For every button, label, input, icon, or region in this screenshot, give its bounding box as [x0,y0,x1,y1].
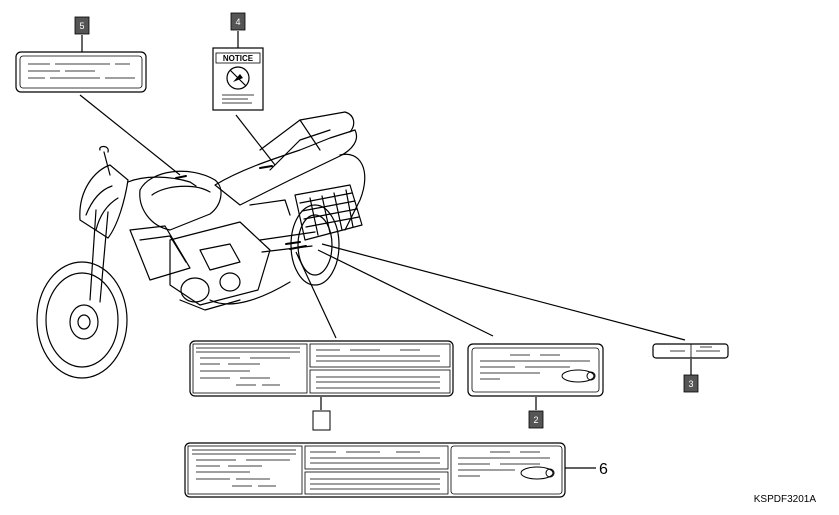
wrench-icon [520,466,554,480]
leader-line-3 [321,243,686,341]
mirror [99,145,111,176]
seat [214,129,358,206]
leader-lines [79,31,692,469]
callout-3: 3 [683,374,699,393]
engine [169,221,271,311]
callout-5: 5 [74,16,90,35]
exhaust [209,281,291,305]
svg-text:2: 2 [533,415,538,425]
rear-fender [339,153,366,231]
notice-heading: NOTICE [223,54,254,63]
prohibition-icon [226,66,250,90]
label-2-sticker [467,343,604,397]
leader-line-1 [295,251,337,339]
side-cover [294,184,363,241]
wrench-icon [561,369,595,383]
label-6-sticker [184,442,566,498]
headlight-fairing [79,164,129,239]
handlebar [127,176,197,187]
figure-code: KSPDF3201A [754,494,817,505]
front-fork [89,209,109,303]
leader-line-4 [235,114,276,166]
leader-line-2 [317,249,494,337]
label-1-sticker [189,340,454,397]
callout-6: 6 [599,461,608,478]
rear-wheel [290,204,340,286]
leader-line-5 [79,94,181,176]
callout-2: 2 [528,410,544,429]
callout-4: 4 [230,12,246,31]
callout-1-blank [312,410,331,431]
label-5-sticker [15,51,147,93]
front-wheel [36,261,128,379]
label-3-sticker [652,343,729,359]
svg-text:4: 4 [235,17,240,27]
motorcycle-illustration [36,111,366,379]
svg-text:3: 3 [688,379,693,389]
label-4-notice-sticker: NOTICE [212,47,264,111]
svg-text:5: 5 [79,21,84,31]
fuel-tank [139,170,222,231]
